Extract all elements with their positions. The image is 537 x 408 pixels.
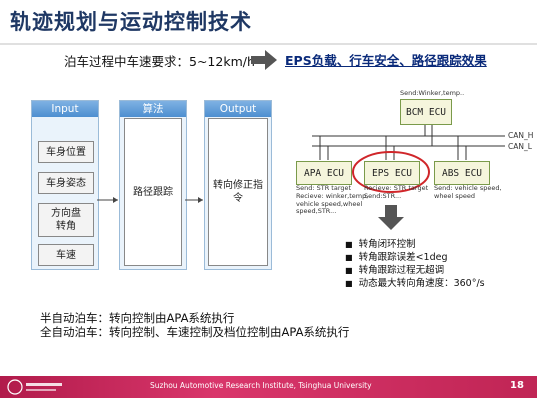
page-number: 18 xyxy=(510,380,524,391)
title-divider xyxy=(0,43,537,45)
bcm-ecu: BCM ECU xyxy=(400,99,452,125)
input-item-steering: 方向盘 转角 xyxy=(38,203,94,237)
steer-command-box: 转向修正指令 xyxy=(208,118,268,266)
path-tracking-box: 路径跟踪 xyxy=(124,118,182,266)
full-auto-note: 全自动泊车：转向控制、车速控制及档位控制由APA系统执行 xyxy=(40,325,350,339)
arrow-right-icon xyxy=(251,50,277,70)
input-item-speed: 车速 xyxy=(38,244,94,266)
input-item-position: 车身位置 xyxy=(38,141,94,163)
abs-ecu: ABS ECU xyxy=(434,161,490,185)
list-item: 动态最大转向角速度：360°/s xyxy=(345,277,485,290)
apa-ecu: APA ECU xyxy=(296,161,352,185)
can-l-label: CAN_L xyxy=(508,142,532,151)
apa-note: Send: STR target Recieve: winker,temp, v… xyxy=(296,184,369,216)
bcm-note: Send:Winker,temp.. xyxy=(400,89,465,97)
eps-ecu: EPS ECU xyxy=(364,161,420,185)
input-header: Input xyxy=(32,101,98,117)
eps-features-list: 转角闭环控制 转角跟踪误差<1deg 转角跟踪过程无超调 动态最大转向角速度：3… xyxy=(345,238,485,290)
algorithm-header: 算法 xyxy=(120,101,186,117)
output-header: Output xyxy=(205,101,271,117)
footer-bar xyxy=(0,376,537,398)
speed-requirement: 泊车过程中车速要求：5~12km/h xyxy=(64,54,255,69)
semi-auto-note: 半自动泊车：转向控制由APA系统执行 xyxy=(40,311,235,325)
input-item-attitude: 车身姿态 xyxy=(38,172,94,194)
university-logo-icon xyxy=(7,379,62,395)
can-h-label: CAN_H xyxy=(508,131,534,140)
list-item: 转角跟踪误差<1deg xyxy=(345,251,485,264)
slide-title: 轨迹规划与运动控制技术 xyxy=(10,10,252,34)
list-item: 转角跟踪过程无超调 xyxy=(345,264,485,277)
result-text: EPS负载、行车安全、路径跟踪效果 xyxy=(285,53,487,68)
footer-institute: Suzhou Automotive Research Institute, Ts… xyxy=(150,381,372,390)
abs-note: Send: vehicle speed, wheel speed xyxy=(434,184,502,200)
eps-note: Recieve: STR target Send:STR... xyxy=(364,184,429,200)
list-item: 转角闭环控制 xyxy=(345,238,485,251)
